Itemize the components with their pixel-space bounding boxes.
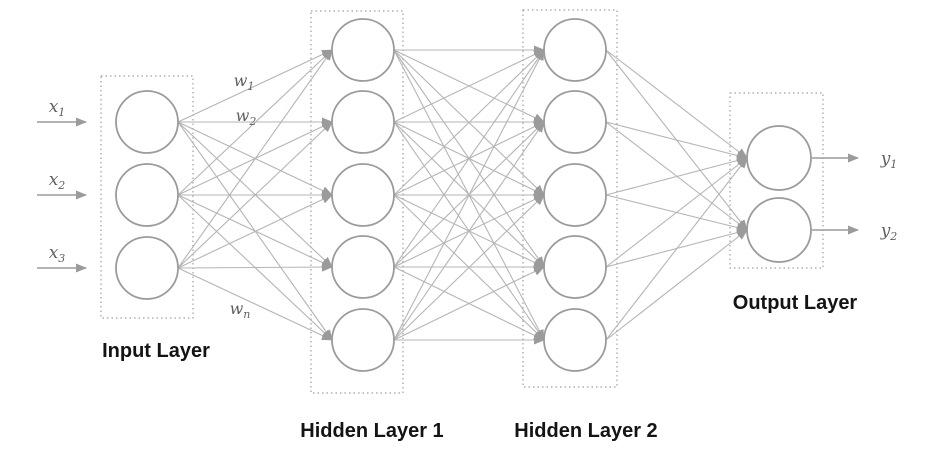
- edge-hidden2-4-output-1: [605, 157, 748, 268]
- hidden1-node-4: [331, 235, 395, 299]
- weight-label-wn: wn: [230, 299, 251, 321]
- hidden2-layer-box: [522, 9, 618, 388]
- edge-hidden2-2-output-1: [605, 121, 748, 160]
- hidden1-layer-box: [310, 10, 404, 394]
- hidden1-node-3: [331, 163, 395, 227]
- input-label-x2: x2: [49, 170, 66, 192]
- hidden2-node-2: [543, 90, 607, 154]
- edge-input-3-hidden1-2: [177, 121, 333, 269]
- edge-hidden2-5-output-2: [605, 229, 748, 341]
- edge-hidden2-1-output-1: [605, 49, 748, 159]
- edge-hidden1-5-hidden2-3: [393, 194, 545, 341]
- edge-input-3-hidden1-4: [177, 262, 333, 272]
- output-node-2: [746, 197, 812, 263]
- input-label-x1: x1: [49, 97, 66, 119]
- edge-input-3-hidden1-1: [177, 49, 333, 269]
- output-node-1: [746, 125, 812, 191]
- hidden1-layer-label: Hidden Layer 1: [300, 420, 443, 442]
- input-node-2: [115, 163, 179, 227]
- edge-hidden1-5-hidden2-1: [393, 49, 545, 341]
- weight-label-w2: w2: [236, 106, 257, 128]
- hidden1-node-2: [331, 90, 395, 154]
- edge-hidden1-2-hidden2-1: [393, 49, 545, 123]
- weight-label-w1: w1: [234, 71, 255, 93]
- edge-input-3-hidden1-3: [177, 194, 333, 269]
- edge-hidden1-5-hidden2-4: [393, 266, 545, 341]
- input-node-3: [115, 236, 179, 300]
- hidden2-node-1: [543, 18, 607, 82]
- edge-input-2-hidden1-1: [177, 49, 333, 196]
- input-layer-box: [100, 75, 194, 319]
- edge-hidden2-3-output-1: [605, 156, 748, 196]
- edge-hidden2-5-output-1: [605, 157, 748, 341]
- edge-hidden1-4-hidden2-1: [393, 49, 545, 268]
- hidden1-node-5: [331, 308, 395, 372]
- hidden2-node-5: [543, 308, 607, 372]
- output-label-y2: y2: [880, 221, 898, 243]
- edge-input-1-hidden1-1: [177, 49, 333, 123]
- edge-hidden1-3-hidden2-1: [393, 49, 545, 196]
- input-node-1: [115, 90, 179, 154]
- edge-hidden1-5-hidden2-2: [393, 121, 545, 341]
- hidden2-node-3: [543, 163, 607, 227]
- hidden2-node-4: [543, 235, 607, 299]
- input-label-x3: x3: [49, 243, 66, 265]
- input-layer-label: Input Layer: [102, 340, 210, 362]
- output-layer-label: Output Layer: [733, 292, 858, 314]
- hidden1-node-1: [331, 18, 395, 82]
- edge-input-3-hidden1-5: [177, 267, 333, 341]
- output-layer-box: [729, 92, 824, 269]
- output-label-y1: y1: [880, 149, 898, 171]
- hidden2-layer-label: Hidden Layer 2: [514, 420, 657, 442]
